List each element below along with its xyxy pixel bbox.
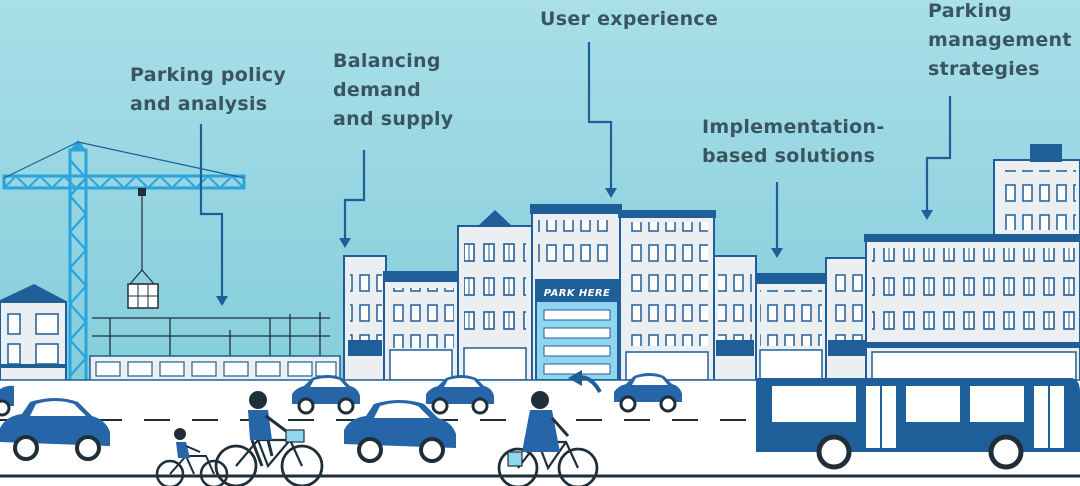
- label-balancing: Balancing demand and supply: [333, 47, 454, 134]
- label-implementation: Implementation- based solutions: [702, 113, 885, 171]
- cyclist-adult: [214, 391, 324, 486]
- label-line: Balancing: [333, 50, 441, 72]
- park-here-sign: PARK HERE: [543, 288, 611, 299]
- building-g: [755, 273, 827, 383]
- building-e: [618, 210, 716, 383]
- car-back-2: [426, 375, 494, 415]
- building-a: [343, 255, 387, 383]
- label-line: management: [928, 29, 1072, 51]
- arrow-user-experience: [587, 42, 613, 192]
- label-user-experience: User experience: [540, 5, 718, 34]
- car-back-1: [292, 375, 360, 415]
- building-h: [825, 257, 869, 383]
- building-f: [713, 255, 757, 383]
- arrow-balancing: [343, 150, 366, 242]
- arrow-parking-management: [925, 96, 952, 214]
- label-line: based solutions: [702, 145, 876, 167]
- cyclist-right: [497, 391, 599, 486]
- building-b: [383, 271, 459, 383]
- car-entering-garage: [614, 373, 682, 413]
- parking-garage: [530, 204, 622, 383]
- building-c: [457, 210, 533, 383]
- label-parking-policy: Parking policy and analysis: [130, 61, 286, 119]
- cyclist-child: [155, 428, 229, 486]
- arrow-parking-policy: [199, 124, 224, 300]
- label-line: Implementation-: [702, 116, 885, 138]
- label-line: Parking policy: [130, 64, 287, 86]
- label-line: demand: [333, 79, 422, 101]
- car-far-left: [0, 385, 14, 417]
- car-left: [0, 398, 110, 461]
- left-house: [0, 284, 68, 383]
- label-line: Parking: [928, 0, 1012, 22]
- label-parking-management: Parking management strategies: [928, 0, 1072, 84]
- car-middle: [344, 400, 456, 463]
- label-line: strategies: [928, 58, 1040, 80]
- label-line: and supply: [333, 108, 454, 130]
- bus: [756, 378, 1080, 470]
- construction-scaffold: [92, 312, 330, 356]
- large-right-building: [864, 144, 1080, 383]
- label-line: and analysis: [130, 93, 268, 115]
- label-line: User experience: [540, 8, 719, 30]
